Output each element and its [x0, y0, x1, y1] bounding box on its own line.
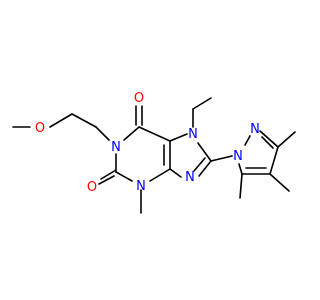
bond-n7-c8 — [197, 142, 212, 162]
bond-c8-n9-b — [193, 157, 206, 172]
atom-nitrogen-n1: N — [111, 140, 121, 155]
atom-nitrogen-pyrazole-1: N — [233, 149, 243, 164]
bond-c8-npyrazole — [210, 155, 233, 162]
bond-n3-c2 — [115, 171, 133, 182]
bond-pyrazole-c5-n1 — [238, 163, 243, 175]
bond-c4-n3 — [149, 168, 171, 182]
bond-c8-n9-a — [198, 160, 212, 177]
bond-pyrazole-n2-c3-inner — [261, 136, 274, 149]
bond-pyrazole-n1-n2 — [244, 135, 251, 146]
bond-c5-n7 — [169, 133, 188, 142]
bond-ch2-ch2 — [71, 113, 97, 128]
bond-methoxy-ch2 — [49, 113, 73, 128]
bond-c2-o-b — [98, 175, 115, 185]
molecule-structure: O N O O N N N N N — [12, 91, 296, 214]
bond-c6-c5 — [138, 126, 171, 142]
atom-oxygen-carbonyl-upper: O — [134, 91, 144, 106]
bond-methyl-c4 — [269, 173, 290, 192]
atom-nitrogen-pyrazole-2: N — [250, 122, 260, 137]
atom-nitrogen-n7: N — [188, 127, 198, 142]
atom-nitrogen-n3: N — [136, 179, 146, 194]
bond-ethyl — [192, 97, 212, 110]
bond-n9-c4 — [169, 168, 182, 178]
bond-pyrazole-n2-c3 — [259, 130, 279, 148]
atom-oxygen-methoxy: O — [35, 121, 45, 136]
bond-methyl-c3 — [277, 131, 296, 148]
bond-n1-c6 — [123, 126, 140, 141]
bond-pyrazole-c3-c4 — [269, 146, 279, 175]
bond-ch2-n1 — [95, 126, 110, 141]
bond-methyl-c5 — [239, 173, 243, 199]
bonds — [12, 97, 296, 214]
atom-nitrogen-n9: N — [185, 170, 195, 185]
bond-c2-o-a — [100, 169, 117, 180]
atom-oxygen-carbonyl-lower: O — [87, 180, 97, 195]
